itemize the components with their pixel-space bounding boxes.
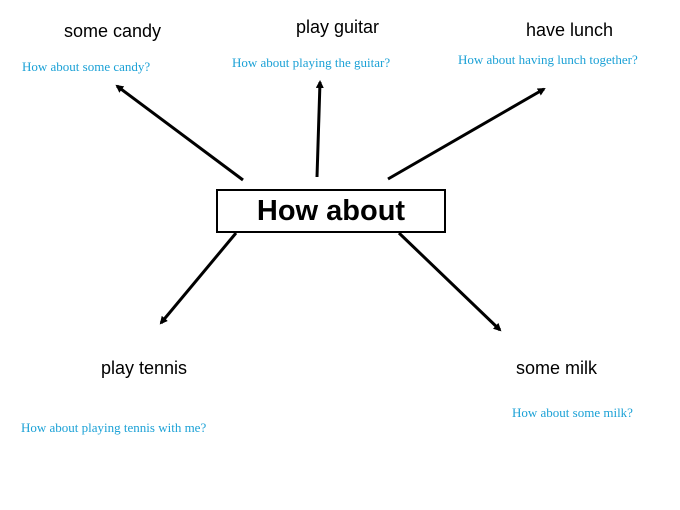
arrow-to-some-candy	[115, 84, 244, 182]
example-play-guitar: How about playing the guitar?	[232, 55, 391, 70]
topic-have-lunch: have lunch	[526, 20, 614, 40]
example-play-tennis: How about playing tennis with me?	[21, 420, 207, 435]
center-node: How about	[216, 189, 446, 233]
topic-play-tennis: play tennis	[101, 358, 188, 378]
arrow-to-have-lunch	[387, 87, 546, 181]
example-some-candy: How about some candy?	[22, 59, 151, 74]
topic-play-guitar: play guitar	[296, 17, 380, 37]
arrow-to-play-tennis	[159, 232, 238, 325]
topic-some-milk: some milk	[516, 358, 598, 378]
example-some-milk: How about some milk?	[512, 405, 633, 420]
topic-some-candy: some candy	[64, 21, 162, 41]
arrow-to-some-milk	[397, 231, 502, 332]
example-have-lunch: How about having lunch together?	[458, 52, 638, 67]
arrow-to-play-guitar	[315, 80, 324, 178]
center-label: How about	[256, 194, 406, 227]
